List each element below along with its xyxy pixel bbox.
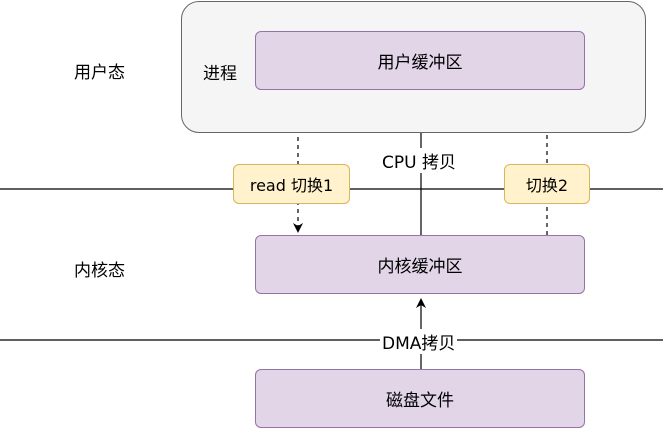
user-buffer-box: 用户缓冲区: [255, 31, 585, 90]
cpu-copy-label: CPU 拷贝: [380, 148, 458, 173]
process-label: 进程: [203, 64, 237, 84]
kernel-buffer-box: 内核缓冲区: [255, 235, 585, 294]
dma-copy-label: DMA拷贝: [380, 329, 458, 354]
disk-file-box: 磁盘文件: [255, 369, 585, 428]
user-mode-label: 用户态: [74, 63, 125, 83]
switch-2-badge: 切换2: [504, 164, 590, 204]
kernel-mode-label: 内核态: [74, 261, 125, 281]
read-switch-1-badge: read 切换1: [233, 164, 350, 204]
